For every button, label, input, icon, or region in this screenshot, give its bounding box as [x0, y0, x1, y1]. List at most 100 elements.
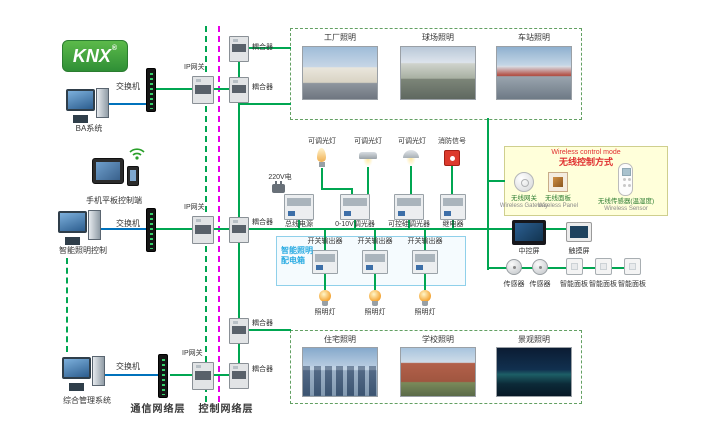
gateway-coupler-line	[214, 88, 229, 90]
touch-screen-icon	[566, 222, 592, 242]
coupler-icon	[229, 36, 249, 62]
module-label: 总线电源	[285, 221, 313, 228]
ethernet-line	[104, 374, 158, 376]
switch-actuator-module	[362, 250, 388, 274]
switch-actuator-module	[412, 250, 438, 274]
coupler-icon	[229, 363, 249, 389]
photo-factory-lighting	[302, 46, 378, 100]
load-wire	[424, 274, 426, 290]
switch-gateway-line	[170, 374, 192, 376]
load-wire	[451, 166, 453, 194]
ethernet-line	[108, 103, 146, 105]
top-applications-box	[290, 28, 582, 120]
application-label: 景观照明	[518, 335, 550, 344]
dimmable-lamp-label: 可调光灯	[398, 138, 426, 145]
application-label: 学校照明	[422, 335, 454, 344]
gateway-coupler-line	[214, 228, 229, 230]
module-bus-stub	[298, 220, 300, 229]
module-bus-stub	[452, 220, 454, 229]
right-branch-vertical-line	[487, 118, 489, 270]
touch-screen-label: 触摸屏	[568, 248, 590, 255]
dimmer-module-triac	[394, 194, 424, 220]
switch-gateway-line	[156, 228, 192, 230]
main-bus-line	[249, 228, 592, 230]
downlight-icon	[359, 152, 377, 167]
sensor-label: 传感器	[529, 281, 551, 288]
photo-school-lighting	[400, 347, 476, 397]
smart-panel-icon	[595, 258, 612, 275]
coupler-label: 耦合器	[252, 84, 273, 91]
management-system-label: 综合管理系统	[63, 396, 111, 405]
module-bus-stub	[424, 230, 426, 250]
fire-signal-label: 消防信号	[438, 138, 466, 145]
central-screen-label: 中控屏	[518, 248, 540, 255]
wifi-icon	[129, 148, 145, 160]
bottom-applications-box	[290, 330, 582, 404]
lamp-label: 照明灯	[364, 309, 386, 316]
smart-panel-label: 智能面板	[560, 281, 588, 288]
switch-label: 交换机	[116, 362, 140, 371]
wireless-box-feed-line	[489, 180, 505, 182]
ceiling-lamp-icon	[403, 150, 419, 166]
wireless-gateway-label-en: Wireless Gateway	[499, 203, 549, 209]
module-bus-stub	[408, 220, 410, 229]
lamp-label: 照明灯	[414, 309, 436, 316]
bulb-icon	[318, 290, 332, 307]
tablet-icon	[92, 158, 124, 184]
smart-panel-label: 智能面板	[618, 281, 646, 288]
application-label: 车站照明	[518, 33, 550, 42]
photo-residential-lighting	[302, 347, 378, 397]
coupler-label: 耦合器	[252, 219, 273, 226]
central-screen-icon	[512, 220, 546, 245]
coupler-icon	[229, 77, 249, 103]
module-label: 0-10V调光器	[335, 221, 375, 228]
computer-icon	[58, 210, 101, 242]
wireless-gateway-icon	[514, 172, 534, 192]
switch-label: 交换机	[116, 219, 140, 228]
module-bus-stub	[374, 230, 376, 250]
coupler-icon	[229, 217, 249, 243]
wireless-panel-label-en: Wireless Panel	[537, 203, 579, 209]
dimmer-module-0-10v	[340, 194, 370, 220]
relay-module	[440, 194, 466, 220]
candle-lamp-icon	[317, 148, 326, 168]
module-bus-stub	[324, 230, 326, 250]
power-plug-icon	[272, 181, 285, 193]
dimmable-lamp-label: 可调光灯	[308, 138, 336, 145]
coupler-icon	[229, 318, 249, 344]
knx-logo-text: KNX	[72, 46, 111, 66]
module-label: 开关输出器	[407, 238, 443, 245]
wireless-sensor-icon	[618, 163, 633, 196]
distribution-box-title-line1: 智能照明	[281, 246, 313, 255]
module-label: 开关输出器	[307, 238, 343, 245]
lighting-control-label: 智能照明控制	[59, 246, 107, 255]
mobile-control-label: 手机平板控制端	[86, 196, 142, 205]
dimmable-lamp-label: 可调光灯	[354, 138, 382, 145]
ip-gateway-label: IP网关	[182, 350, 203, 357]
load-wire	[321, 188, 353, 190]
ip-gateway-label: IP网关	[184, 64, 205, 71]
smart-panel-icon	[624, 258, 641, 275]
computer-icon	[66, 88, 109, 120]
lamp-label: 照明灯	[314, 309, 336, 316]
sensor-icon	[506, 259, 522, 275]
switch-icon	[146, 208, 156, 252]
knx-bus-vertical-line	[238, 48, 240, 378]
wireless-panel-label-cn: 无线面板	[545, 195, 571, 202]
photo-station-lighting	[496, 46, 572, 100]
load-wire	[351, 188, 353, 195]
knx-logo: KNX ®	[62, 40, 128, 72]
load-wire	[410, 166, 412, 194]
computer-icon	[62, 356, 105, 388]
fire-alarm-icon	[444, 150, 460, 166]
ctrl-layer-divider-line	[218, 26, 220, 402]
switch-label: 交换机	[116, 82, 140, 91]
ip-gateway-label: IP网关	[184, 204, 205, 211]
wireless-sensor-label-cn: 无线传感器(温湿度)	[597, 198, 655, 205]
module-label: 开关输出器	[357, 238, 393, 245]
switch-icon	[158, 354, 168, 398]
switch-gateway-line	[156, 88, 192, 90]
distribution-box-title-line2: 配电箱	[281, 256, 305, 265]
ethernet-line	[100, 228, 146, 230]
